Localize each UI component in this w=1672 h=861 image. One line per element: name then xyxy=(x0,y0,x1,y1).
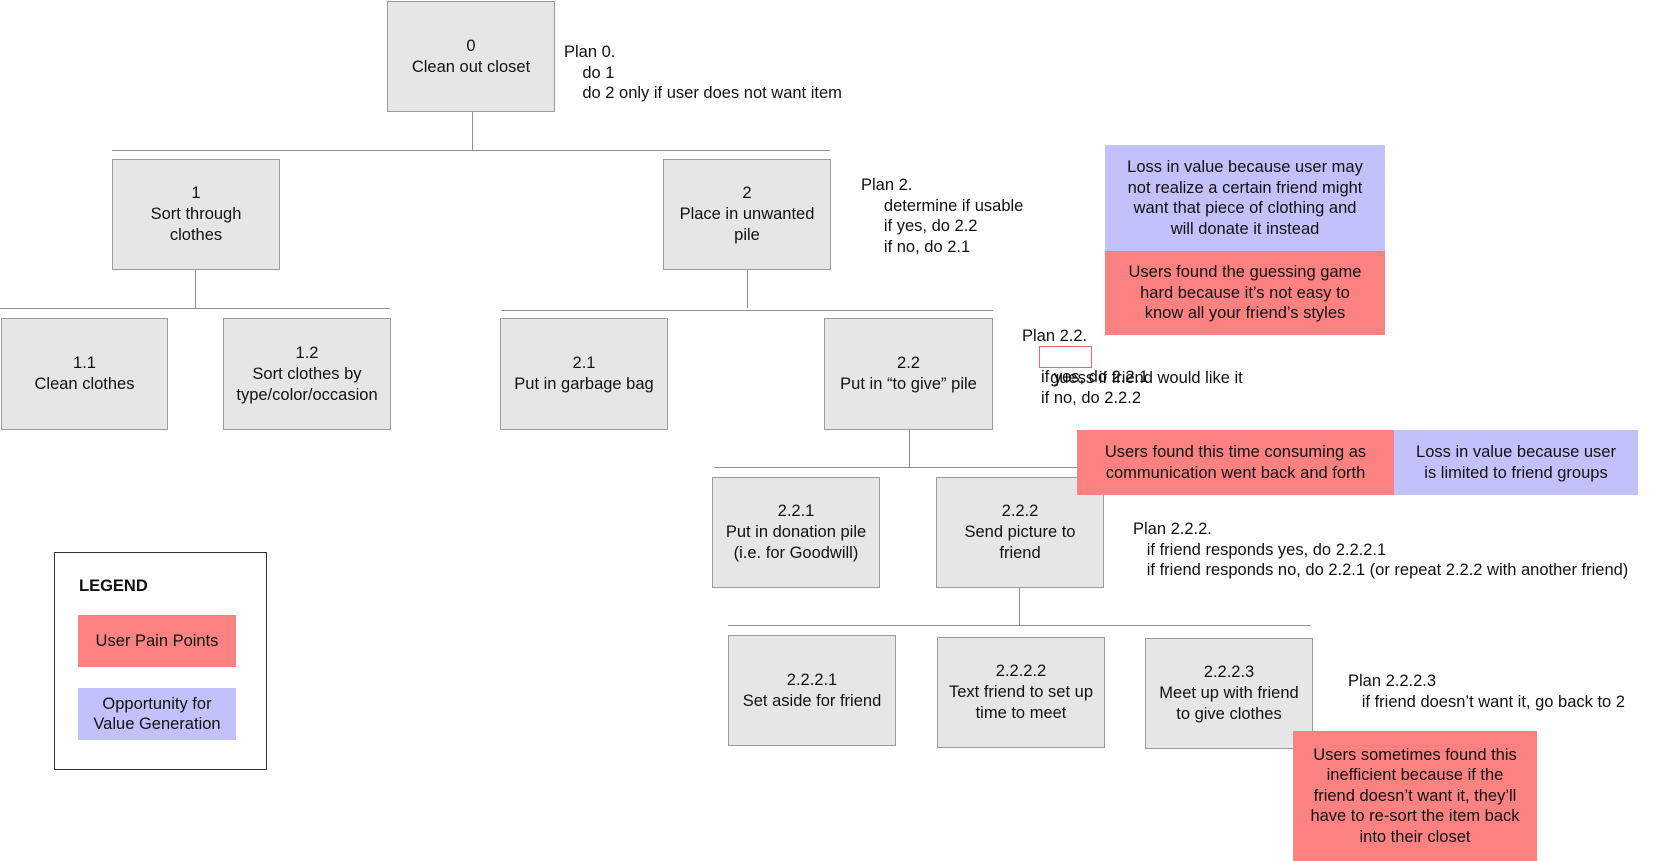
node-label: 1.1 Clean clothes xyxy=(34,354,135,393)
node-label: 1 Sort through clothes xyxy=(150,184,242,244)
plan-text: if friend would like it xyxy=(1094,368,1243,387)
connector xyxy=(472,112,473,150)
task-node-1-2: 1.2 Sort clothes by type/color/occasion xyxy=(223,318,391,430)
plan-2-2-2-3: Plan 2.2.2.3 if friend doesn’t want it, … xyxy=(1348,672,1625,711)
plan-2-2-title: Plan 2.2. xyxy=(1022,327,1088,345)
node-label: 2.2.1 Put in donation pile (i.e. for Goo… xyxy=(725,502,867,562)
task-node-0: 0 Clean out closet xyxy=(387,1,555,112)
task-node-2-2-2-2: 2.2.2.2 Text friend to set up time to me… xyxy=(937,637,1105,748)
task-node-2-2-1: 2.2.1 Put in donation pile (i.e. for Goo… xyxy=(712,477,880,588)
connector xyxy=(0,308,390,309)
connector xyxy=(1019,588,1020,626)
task-node-1-1: 1.1 Clean clothes xyxy=(1,318,168,430)
task-node-2-1: 2.1 Put in garbage bag xyxy=(500,318,668,430)
plan-2-2-2: Plan 2.2.2. if friend responds yes, do 2… xyxy=(1133,520,1629,579)
connector xyxy=(728,625,1311,626)
task-node-2-2-2-1: 2.2.2.1 Set aside for friend xyxy=(728,635,896,746)
legend-title: LEGEND xyxy=(79,577,148,595)
plan-2: Plan 2. determine if usable if yes, do 2… xyxy=(861,176,1024,256)
connector xyxy=(747,270,748,308)
connector xyxy=(909,430,910,468)
node-label: 2.2.2.3 Meet up with friend to give clot… xyxy=(1159,663,1299,723)
pain-point-note-inefficient: Users sometimes found this inefficient b… xyxy=(1293,731,1537,861)
node-label: 2.1 Put in garbage bag xyxy=(514,354,654,393)
legend-pain-swatch: User Pain Points xyxy=(78,615,236,667)
task-node-2-2-2-3: 2.2.2.3 Meet up with friend to give clot… xyxy=(1145,638,1313,749)
task-node-2-2: 2.2 Put in “to give” pile xyxy=(824,318,993,430)
task-node-2: 2 Place in unwanted pile xyxy=(663,159,831,270)
node-label: 2 Place in unwanted pile xyxy=(679,184,815,244)
plan-2-2-line1: guess if friend would like it xyxy=(1041,347,1243,388)
connector xyxy=(112,150,830,151)
node-label: 0 Clean out closet xyxy=(411,36,531,76)
connector xyxy=(195,270,196,308)
connector xyxy=(714,467,1346,468)
node-label: 2.2.2.2 Text friend to set up time to me… xyxy=(949,662,1093,722)
opportunity-note-friend-groups: Loss in value because user is limited to… xyxy=(1394,430,1638,495)
node-label: 2.2.2 Send picture to friend xyxy=(964,502,1076,562)
legend xyxy=(54,552,267,770)
plan-0: Plan 0. do 1 do 2 only if user does not … xyxy=(564,43,842,102)
node-label: 1.2 Sort clothes by type/color/occasion xyxy=(236,343,378,404)
task-node-1: 1 Sort through clothes xyxy=(112,159,280,270)
connector xyxy=(501,310,993,311)
plan-2-2-lines: if yes, do 2.2.1 if no, do 2.2.2 xyxy=(1041,368,1149,407)
pain-point-note-time: Users found this time consuming as commu… xyxy=(1077,430,1394,495)
pain-point-note-guessing: Users found the guessing game hard becau… xyxy=(1105,251,1385,335)
node-label: 2.2.2.1 Set aside for friend xyxy=(742,670,882,710)
guess-word: guess xyxy=(1050,368,1095,387)
legend-opportunity-swatch: Opportunity for Value Generation xyxy=(78,688,236,740)
opportunity-note-donate: Loss in value because user may not reali… xyxy=(1105,145,1385,251)
node-label: 2.2 Put in “to give” pile xyxy=(840,354,977,393)
task-node-2-2-2: 2.2.2 Send picture to friend xyxy=(936,477,1104,588)
guess-highlight-box xyxy=(1039,346,1092,368)
